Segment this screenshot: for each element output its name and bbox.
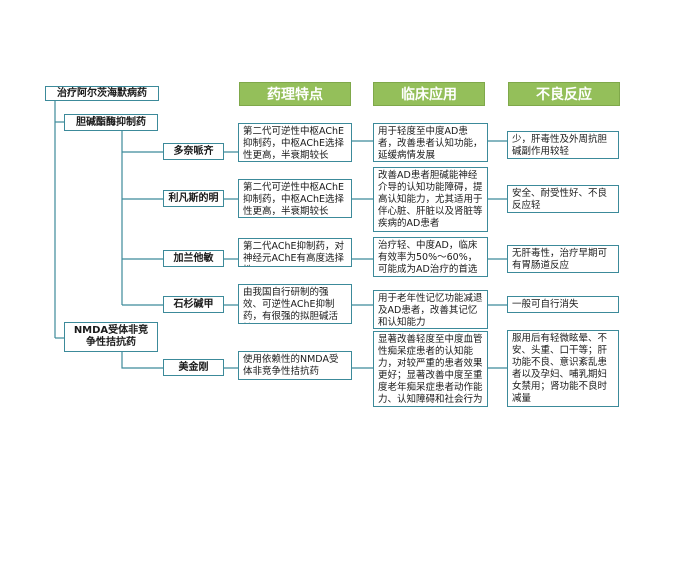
connector-cat2-trunk — [121, 352, 163, 369]
header-adverse: 不良反应 — [508, 82, 620, 106]
adverse-memantine: 服用后有轻微眩晕、不安、头重、口干等；肝功能不良、意识紊乱患者以及孕妇、哺乳期妇… — [507, 330, 619, 407]
drug-label-memantine: 美金刚 — [163, 359, 224, 376]
clinical-huperzine: 用于老年性记忆功能减退及AD患者，改善其记忆和认知能力 — [373, 290, 488, 329]
pharmacology-memantine: 使用依赖性的NMDA受体非竞争性拮抗药 — [238, 351, 352, 380]
adverse-huperzine: 一般可自行消失 — [507, 296, 619, 313]
clinical-donepezil: 用于轻度至中度AD患者，改善患者认知功能，延缓病情发展 — [373, 123, 488, 162]
drug-label-rivastigmine: 利凡斯的明 — [163, 190, 224, 207]
pharmacology-donepezil: 第二代可逆性中枢AChE抑制药，中枢AChE选择性更高，半衰期较长 — [238, 123, 352, 162]
adverse-galantamine: 无肝毒性，治疗早期可有胃肠道反应 — [507, 245, 619, 273]
header-clinical: 临床应用 — [373, 82, 485, 106]
pharmacology-huperzine: 由我国自行研制的强效、可逆性AChE抑制药，有很强的拟胆碱活性 — [238, 284, 352, 324]
pharmacology-rivastigmine: 第二代可逆性中枢AChE抑制药，中枢AChE选择性更高，半衰期较长 — [238, 179, 352, 218]
drug-label-huperzine: 石杉碱甲 — [163, 296, 224, 313]
clinical-galantamine: 治疗轻、中度AD，临床有效率为50%～60%，可能成为AD治疗的首选药 — [373, 237, 488, 277]
drug-label-donepezil: 多奈哌齐 — [163, 143, 224, 160]
header-pharmacology: 药理特点 — [239, 82, 351, 106]
clinical-rivastigmine: 改善AD患者胆碱能神经介导的认知功能障碍，提高认知能力，尤其适用于伴心脏、肝脏以… — [373, 167, 488, 232]
clinical-memantine: 显著改善轻度至中度血管性痴呆症患者的认知能力，对较严重的患者效果更好；显著改善中… — [373, 331, 488, 407]
category-nmda-antagonist: NMDA受体非竞争性拮抗药 — [64, 322, 158, 352]
category-cholinesterase-inhibitor: 胆碱酯酶抑制药 — [64, 114, 158, 131]
adverse-donepezil: 少，肝毒性及外周抗胆碱副作用较轻 — [507, 131, 619, 159]
adverse-rivastigmine: 安全、耐受性好、不良反应轻 — [507, 185, 619, 213]
root-node: 治疗阿尔茨海默病药 — [45, 86, 159, 101]
connector-drug1-row — [224, 140, 507, 153]
drug-label-galantamine: 加兰他敏 — [163, 250, 224, 267]
pharmacology-galantamine: 第二代AChE抑制药，对神经元AChE有高度选择性 — [238, 238, 352, 267]
